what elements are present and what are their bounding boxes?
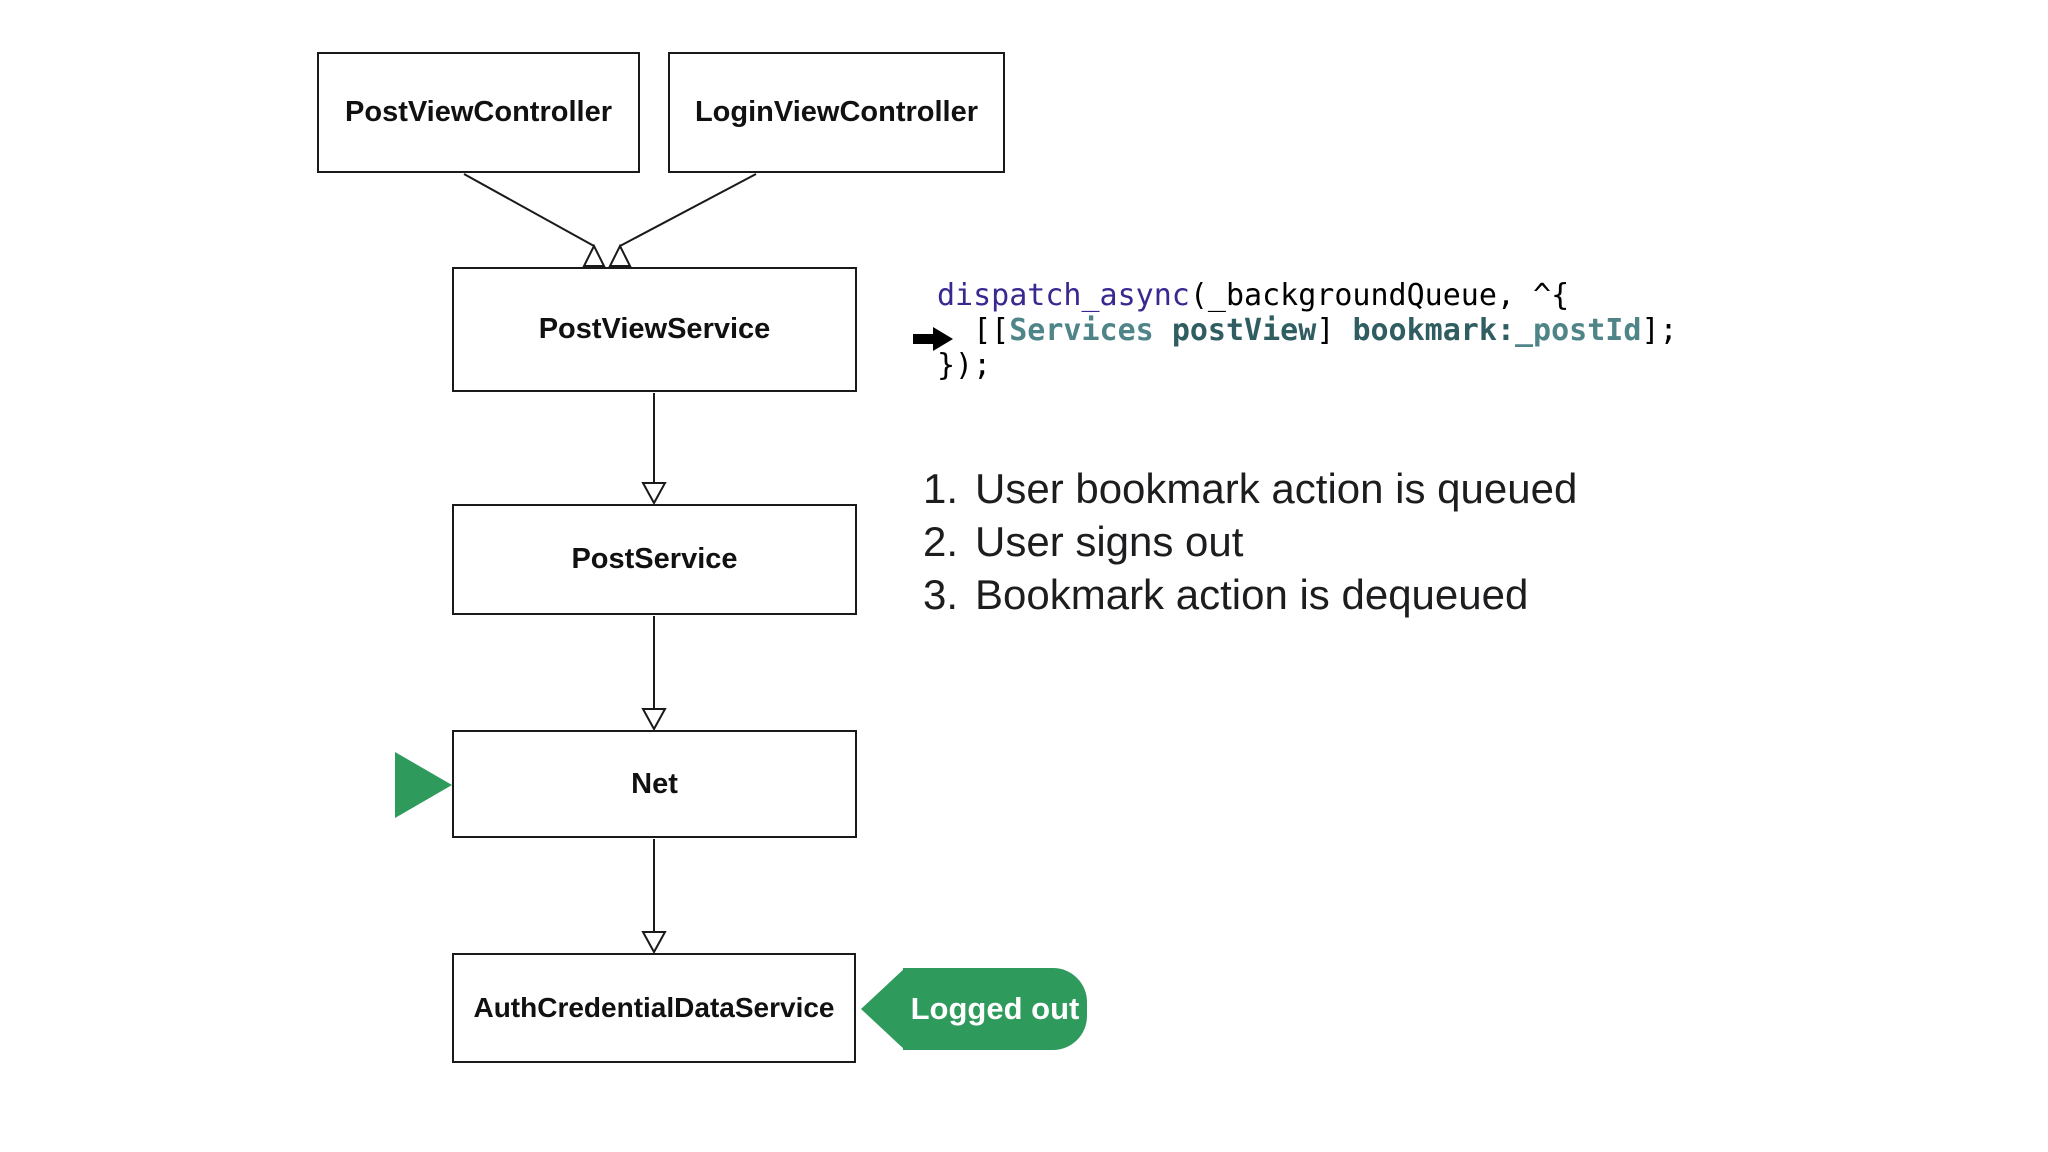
- box-label: Net: [631, 767, 678, 800]
- code-snippet: dispatch_async(_backgroundQueue, ^{ [[Se…: [937, 278, 1678, 383]
- hollow-triangle-arrowhead-icon: [608, 243, 632, 267]
- hollow-triangle-arrowhead-icon: [641, 482, 667, 506]
- list-item: 3. Bookmark action is dequeued: [923, 568, 1577, 621]
- arrow-head: [933, 327, 953, 351]
- box-label: LoginViewController: [694, 96, 979, 128]
- steps-list: 1. User bookmark action is queued 2. Use…: [923, 462, 1577, 621]
- list-item: 2. User signs out: [923, 515, 1577, 568]
- code-token: [1154, 313, 1172, 348]
- list-item-number: 3.: [923, 571, 959, 618]
- code-token: ]: [1316, 313, 1353, 348]
- box-label: AuthCredentialDataService: [473, 992, 835, 1023]
- code-line-3: });: [937, 348, 1678, 383]
- code-token-method: postView: [1171, 313, 1317, 348]
- box-postviewservice: PostViewService: [452, 267, 857, 392]
- box-authcredentialdataservice: AuthCredentialDataService: [452, 953, 856, 1063]
- list-item-text: User bookmark action is queued: [975, 465, 1578, 512]
- edge-loginviewcontroller-postviewservice: [619, 173, 757, 247]
- code-line-1: dispatch_async(_backgroundQueue, ^{: [937, 278, 1678, 313]
- code-token: ];: [1641, 313, 1678, 348]
- box-loginviewcontroller: LoginViewController: [668, 52, 1005, 173]
- list-item: 1. User bookmark action is queued: [923, 462, 1577, 515]
- box-label: PostViewService: [538, 313, 771, 345]
- arrow-tail: [913, 334, 934, 344]
- logged-out-badge-pointer-icon: [861, 968, 905, 1050]
- hollow-triangle-arrowhead-icon: [641, 931, 667, 955]
- code-token-class: Services: [1009, 313, 1154, 348]
- code-line-2: [[Services postView] bookmark:_postId];: [937, 313, 1678, 348]
- code-token-method: bookmark:: [1352, 313, 1515, 348]
- list-item-number: 2.: [923, 518, 959, 565]
- code-token-function: dispatch_async: [937, 278, 1190, 313]
- logged-out-badge: Logged out: [903, 968, 1087, 1050]
- green-play-marker-icon: [395, 752, 452, 818]
- code-token: (_backgroundQueue, ^{: [1189, 278, 1570, 313]
- edge-postviewcontroller-postviewservice: [463, 173, 595, 247]
- hollow-triangle-arrowhead-icon: [641, 708, 667, 732]
- box-postviewcontroller: PostViewController: [317, 52, 640, 173]
- logged-out-badge-label: Logged out: [910, 991, 1080, 1026]
- list-item-number: 1.: [923, 465, 959, 512]
- list-item-text: Bookmark action is dequeued: [975, 571, 1529, 618]
- code-token-variable: _postId: [1515, 313, 1642, 348]
- box-postservice: PostService: [452, 504, 857, 615]
- hollow-triangle-arrowhead-icon: [582, 243, 606, 267]
- box-label: PostService: [571, 543, 738, 575]
- list-item-text: User signs out: [975, 518, 1244, 565]
- box-net: Net: [452, 730, 857, 838]
- code-pointer-arrow-icon: [913, 327, 953, 351]
- box-label: PostViewController: [345, 96, 612, 128]
- code-token: });: [937, 348, 992, 383]
- code-token: [[: [937, 313, 1010, 348]
